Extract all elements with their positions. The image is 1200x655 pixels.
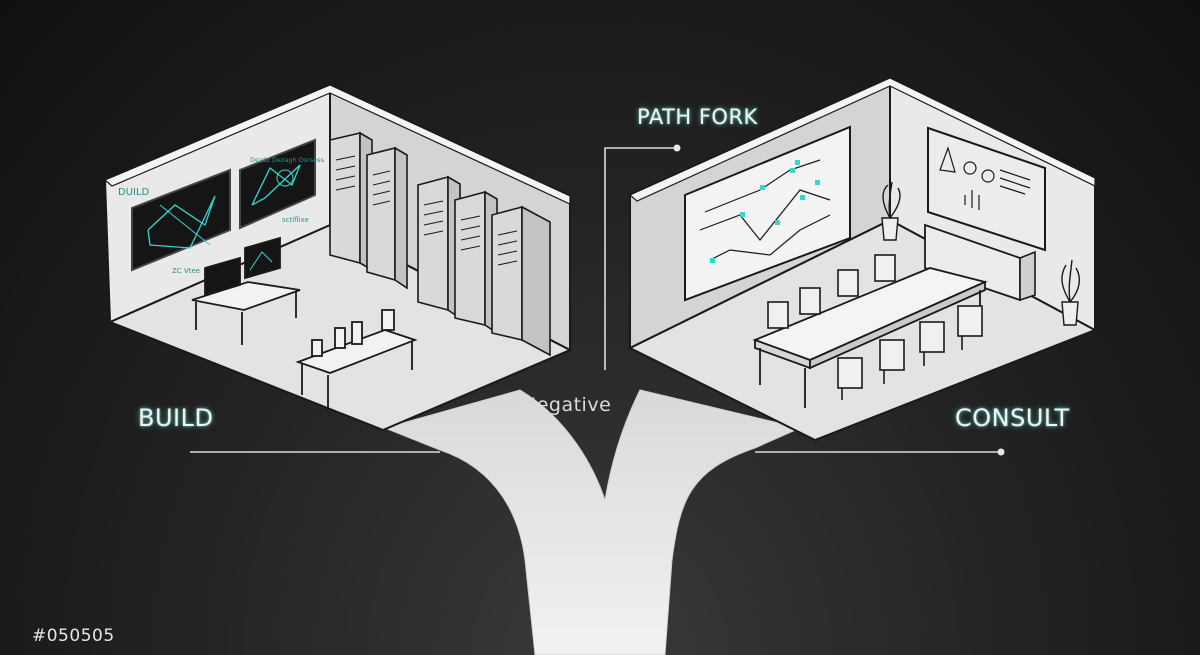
server-racks [329,131,551,357]
negative-label: Negative [522,394,612,416]
fork-path [383,389,802,655]
build-room [103,83,573,432]
consult-wall-screen [927,126,1046,252]
path-fork-label: PATH FORK [637,105,758,129]
consult-label: CONSULT [955,404,1070,432]
plant-right [1061,259,1081,326]
hex-code-label: #050505 [32,626,115,646]
chairs [767,254,983,400]
build-workbench [295,309,418,410]
build-board-text-bottom: sctiflixe [282,216,309,224]
conference-table [752,267,988,408]
consult-room [627,76,1098,442]
build-screen-right [239,138,316,230]
build-screen-caption: ZC Vtee [172,267,200,275]
plant-left [881,181,901,241]
build-board-text-top: Dezdz Dezagh Dsrsess [250,156,325,164]
build-label: BUILD [138,404,214,432]
connector-lines [190,147,1000,453]
build-board-text-left: DUILD [118,187,150,198]
build-desk [191,236,301,345]
consult-whiteboard [684,125,851,302]
